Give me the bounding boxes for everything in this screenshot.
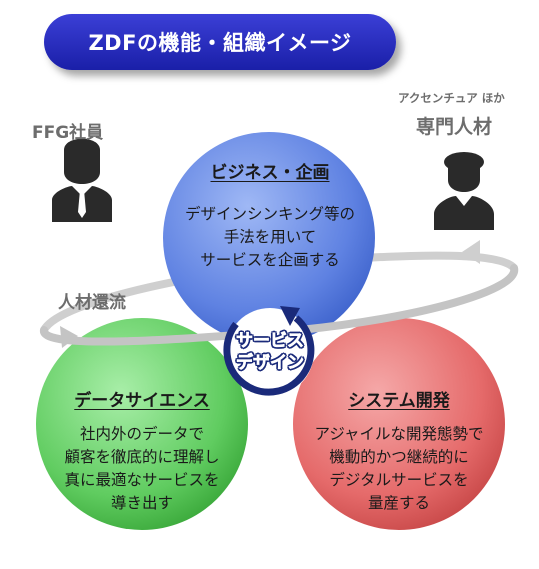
specialist-label: 専門人材	[416, 116, 493, 138]
cycle-arrow	[223, 315, 315, 396]
system-dev-text: システム開発 アジャイルな開発態勢で 機動的かつ継続的に デジタルサービスを 量…	[301, 386, 497, 515]
specialist-sublabel: アクセンチュア ほか	[398, 91, 505, 105]
circle-data-science	[36, 318, 248, 530]
ffg-employee-label: FFG社員	[32, 123, 104, 143]
data-science-line: 導き出す	[110, 494, 173, 512]
system-dev-heading: システム開発	[348, 391, 450, 411]
service-design-line2: デザイン	[236, 353, 305, 374]
system-dev-line: 量産する	[367, 494, 430, 512]
system-dev-line: 機動的かつ継続的に	[329, 448, 469, 466]
title-banner: ZDFの機能・組織イメージ	[44, 14, 396, 70]
circle-business	[163, 132, 375, 344]
data-science-line: 真に最適なサービスを	[64, 471, 220, 489]
data-science-text: データサイエンス 社内外のデータで 顧客を徹底的に理解し 真に最適なサービスを …	[44, 386, 240, 515]
cycle-ring-fill	[226, 308, 314, 396]
cycle-arrowhead	[280, 306, 300, 326]
page-title: ZDFの機能・組織イメージ	[88, 31, 352, 55]
business-text: ビジネス・企画 デザインシンキング等の 手法を用いて サービスを企画する	[172, 158, 368, 272]
service-design-label: サービス デザイン	[220, 330, 320, 374]
flow-arrowhead-left	[60, 326, 78, 348]
data-science-line: 顧客を徹底的に理解し	[64, 448, 220, 466]
flow-arrowhead-right	[462, 240, 480, 264]
system-dev-line: デジタルサービスを	[329, 471, 469, 489]
system-dev-line: アジャイルな開発態勢で	[314, 425, 484, 443]
ffg-employee-icon	[52, 138, 112, 222]
specialist-icon	[434, 152, 494, 230]
service-design-line1: サービス	[236, 331, 305, 352]
business-line: デザインシンキング等の	[184, 205, 356, 223]
data-science-heading: データサイエンス	[74, 391, 210, 411]
circle-system-dev	[293, 318, 505, 530]
business-line: サービスを企画する	[200, 251, 340, 269]
data-science-line: 社内外のデータで	[79, 425, 204, 443]
business-heading: ビジネス・企画	[210, 163, 330, 183]
flow-label: 人材還流	[58, 293, 126, 313]
business-line: 手法を用いて	[223, 228, 317, 246]
